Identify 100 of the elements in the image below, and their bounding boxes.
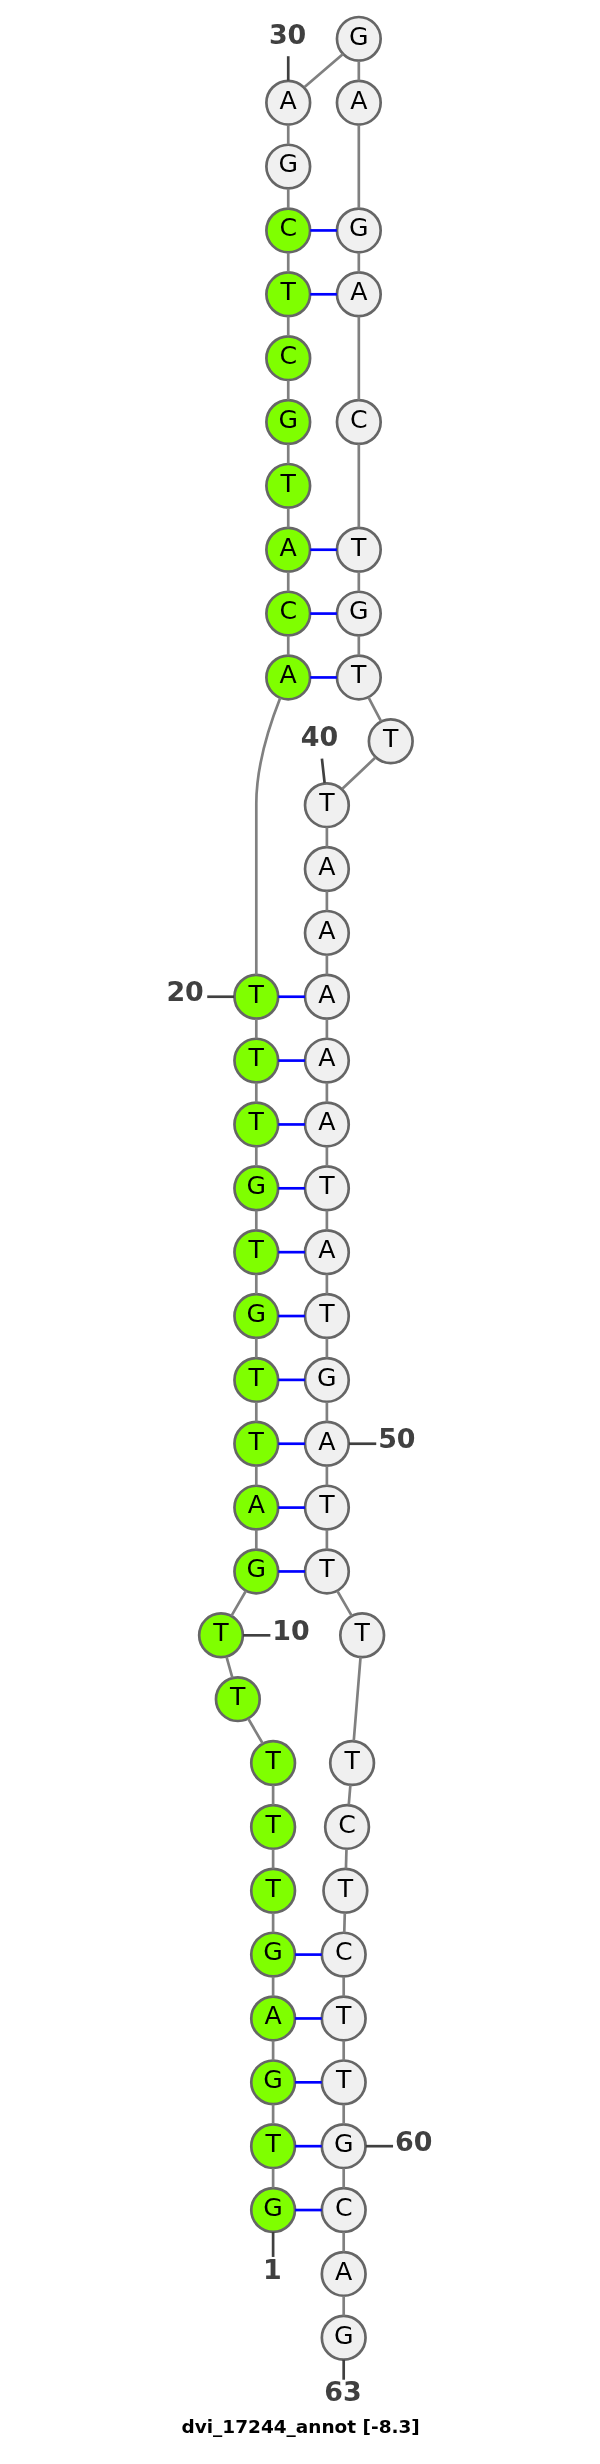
- connector: [271, 2040, 275, 2061]
- connector: [254, 1274, 258, 1294]
- node-circle: G: [249, 2186, 297, 2234]
- node-circle: A: [303, 909, 351, 957]
- node-circle: T: [265, 271, 312, 318]
- connector: [254, 1018, 258, 1039]
- node-circle: A: [303, 1420, 351, 1467]
- connector: [271, 1785, 275, 1805]
- caption: dvi_17244_annot [-8.3]: [181, 2416, 420, 2438]
- connector: [357, 61, 361, 81]
- node-text: 60: [394, 2125, 433, 2157]
- connector: [310, 229, 337, 232]
- node-circle: A: [320, 2250, 367, 2298]
- node-circle: A: [303, 1037, 351, 1084]
- connector: [278, 1250, 305, 1254]
- connector: [230, 1590, 248, 1617]
- node-circle: G: [233, 1292, 280, 1340]
- node-circle: G: [265, 398, 312, 446]
- connector: [278, 1059, 305, 1062]
- node-circle: T: [233, 973, 280, 1020]
- connector: [286, 444, 290, 464]
- node-circle: A: [335, 79, 382, 126]
- node-circle: T: [303, 1484, 351, 1531]
- node-circle: T: [303, 1292, 351, 1340]
- connector: [278, 1186, 305, 1190]
- connector: [286, 124, 290, 145]
- connector: [336, 1590, 353, 1617]
- connector: [367, 696, 383, 722]
- node-circle: G: [233, 1548, 280, 1595]
- connector: [286, 252, 290, 273]
- node-circle: T: [303, 781, 351, 829]
- connector: [295, 2208, 322, 2212]
- connector: [365, 2144, 394, 2148]
- connector: [254, 1529, 258, 1550]
- connector: [357, 635, 361, 656]
- node-circle: A: [265, 654, 312, 701]
- connector: [278, 1378, 305, 1382]
- connector: [207, 995, 235, 999]
- connector: [310, 612, 337, 615]
- connector: [342, 1912, 347, 1933]
- connector: [286, 508, 290, 528]
- connector: [352, 1657, 362, 1741]
- node-circle: C: [320, 2186, 367, 2234]
- connector: [271, 1849, 275, 1869]
- connector: [271, 2168, 275, 2188]
- connector: [295, 2080, 322, 2084]
- node-circle: A: [303, 845, 351, 893]
- connector: [254, 1338, 258, 1358]
- node-circle: G: [320, 2314, 367, 2361]
- node-circle: A: [233, 1484, 280, 1531]
- connector: [342, 1976, 346, 1997]
- connector: [342, 2232, 346, 2252]
- node-circle: T: [249, 1739, 297, 1787]
- node-circle: A: [335, 271, 382, 318]
- node-circle: T: [233, 1037, 280, 1084]
- connector: [341, 756, 377, 790]
- connector: [286, 56, 290, 81]
- node-text: 1: [263, 2253, 282, 2285]
- connector: [271, 2232, 275, 2257]
- connector: [243, 1633, 271, 1637]
- connector: [342, 2040, 346, 2061]
- connector: [278, 1570, 305, 1573]
- node-circle: T: [303, 1165, 351, 1212]
- node-text: 63: [324, 2376, 362, 2408]
- connector: [357, 252, 361, 273]
- connector: [254, 1465, 258, 1486]
- node-circle: T: [214, 1676, 261, 1723]
- connector: [342, 2359, 346, 2380]
- node-circle: G: [249, 2059, 297, 2106]
- connector: [254, 1146, 258, 1167]
- node-circle: G: [320, 2123, 367, 2170]
- connector: [325, 1338, 329, 1358]
- connector: [310, 292, 337, 296]
- node-circle: G: [335, 207, 382, 254]
- connector: [286, 571, 290, 592]
- node-text: 50: [378, 1423, 416, 1455]
- node-circle: T: [249, 2123, 297, 2170]
- node-circle: A: [303, 1101, 351, 1148]
- connector: [278, 1442, 305, 1446]
- node-circle: C: [335, 398, 382, 446]
- connector: [325, 1018, 329, 1039]
- connector: [325, 1146, 329, 1167]
- node-circle: C: [265, 590, 312, 637]
- node-circle: T: [320, 1995, 367, 2042]
- node-circle: G: [335, 590, 382, 637]
- node-circle: C: [320, 1931, 367, 1978]
- connector: [286, 188, 290, 209]
- node-circle: T: [367, 718, 414, 765]
- connector: [295, 2017, 322, 2020]
- connector: [320, 758, 326, 784]
- connector: [271, 1912, 275, 1933]
- node-text: 30: [268, 18, 307, 50]
- connector: [357, 124, 361, 209]
- node-circle: T: [320, 2059, 367, 2106]
- connector: [325, 1210, 329, 1230]
- connector: [286, 635, 290, 656]
- node-circle: C: [323, 1803, 371, 1851]
- node-circle: A: [303, 973, 351, 1020]
- connector: [357, 316, 361, 400]
- node-circle: T: [322, 1867, 369, 1914]
